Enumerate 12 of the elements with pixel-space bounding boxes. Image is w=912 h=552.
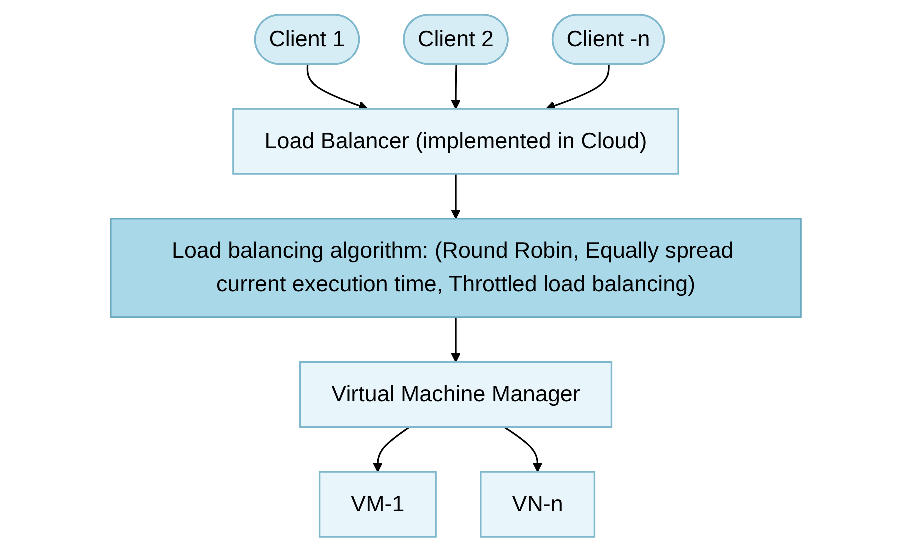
arrow — [451, 174, 461, 220]
node-box: VN-n — [480, 471, 596, 538]
node-box: Load Balancer (implemented in Cloud) — [232, 108, 680, 175]
arrow — [306, 64, 368, 111]
arrow — [546, 64, 610, 111]
node-box: VM-1 — [318, 471, 437, 538]
arrow — [451, 317, 461, 363]
node-box: Load balancing algorithm: (Round Robin, Equally spread current execution time, Throttled load balancing) — [110, 218, 802, 318]
arrow — [373, 426, 410, 472]
arrow — [504, 426, 543, 472]
arrow — [451, 64, 461, 110]
node-box: Virtual Machine Manager — [299, 361, 613, 428]
